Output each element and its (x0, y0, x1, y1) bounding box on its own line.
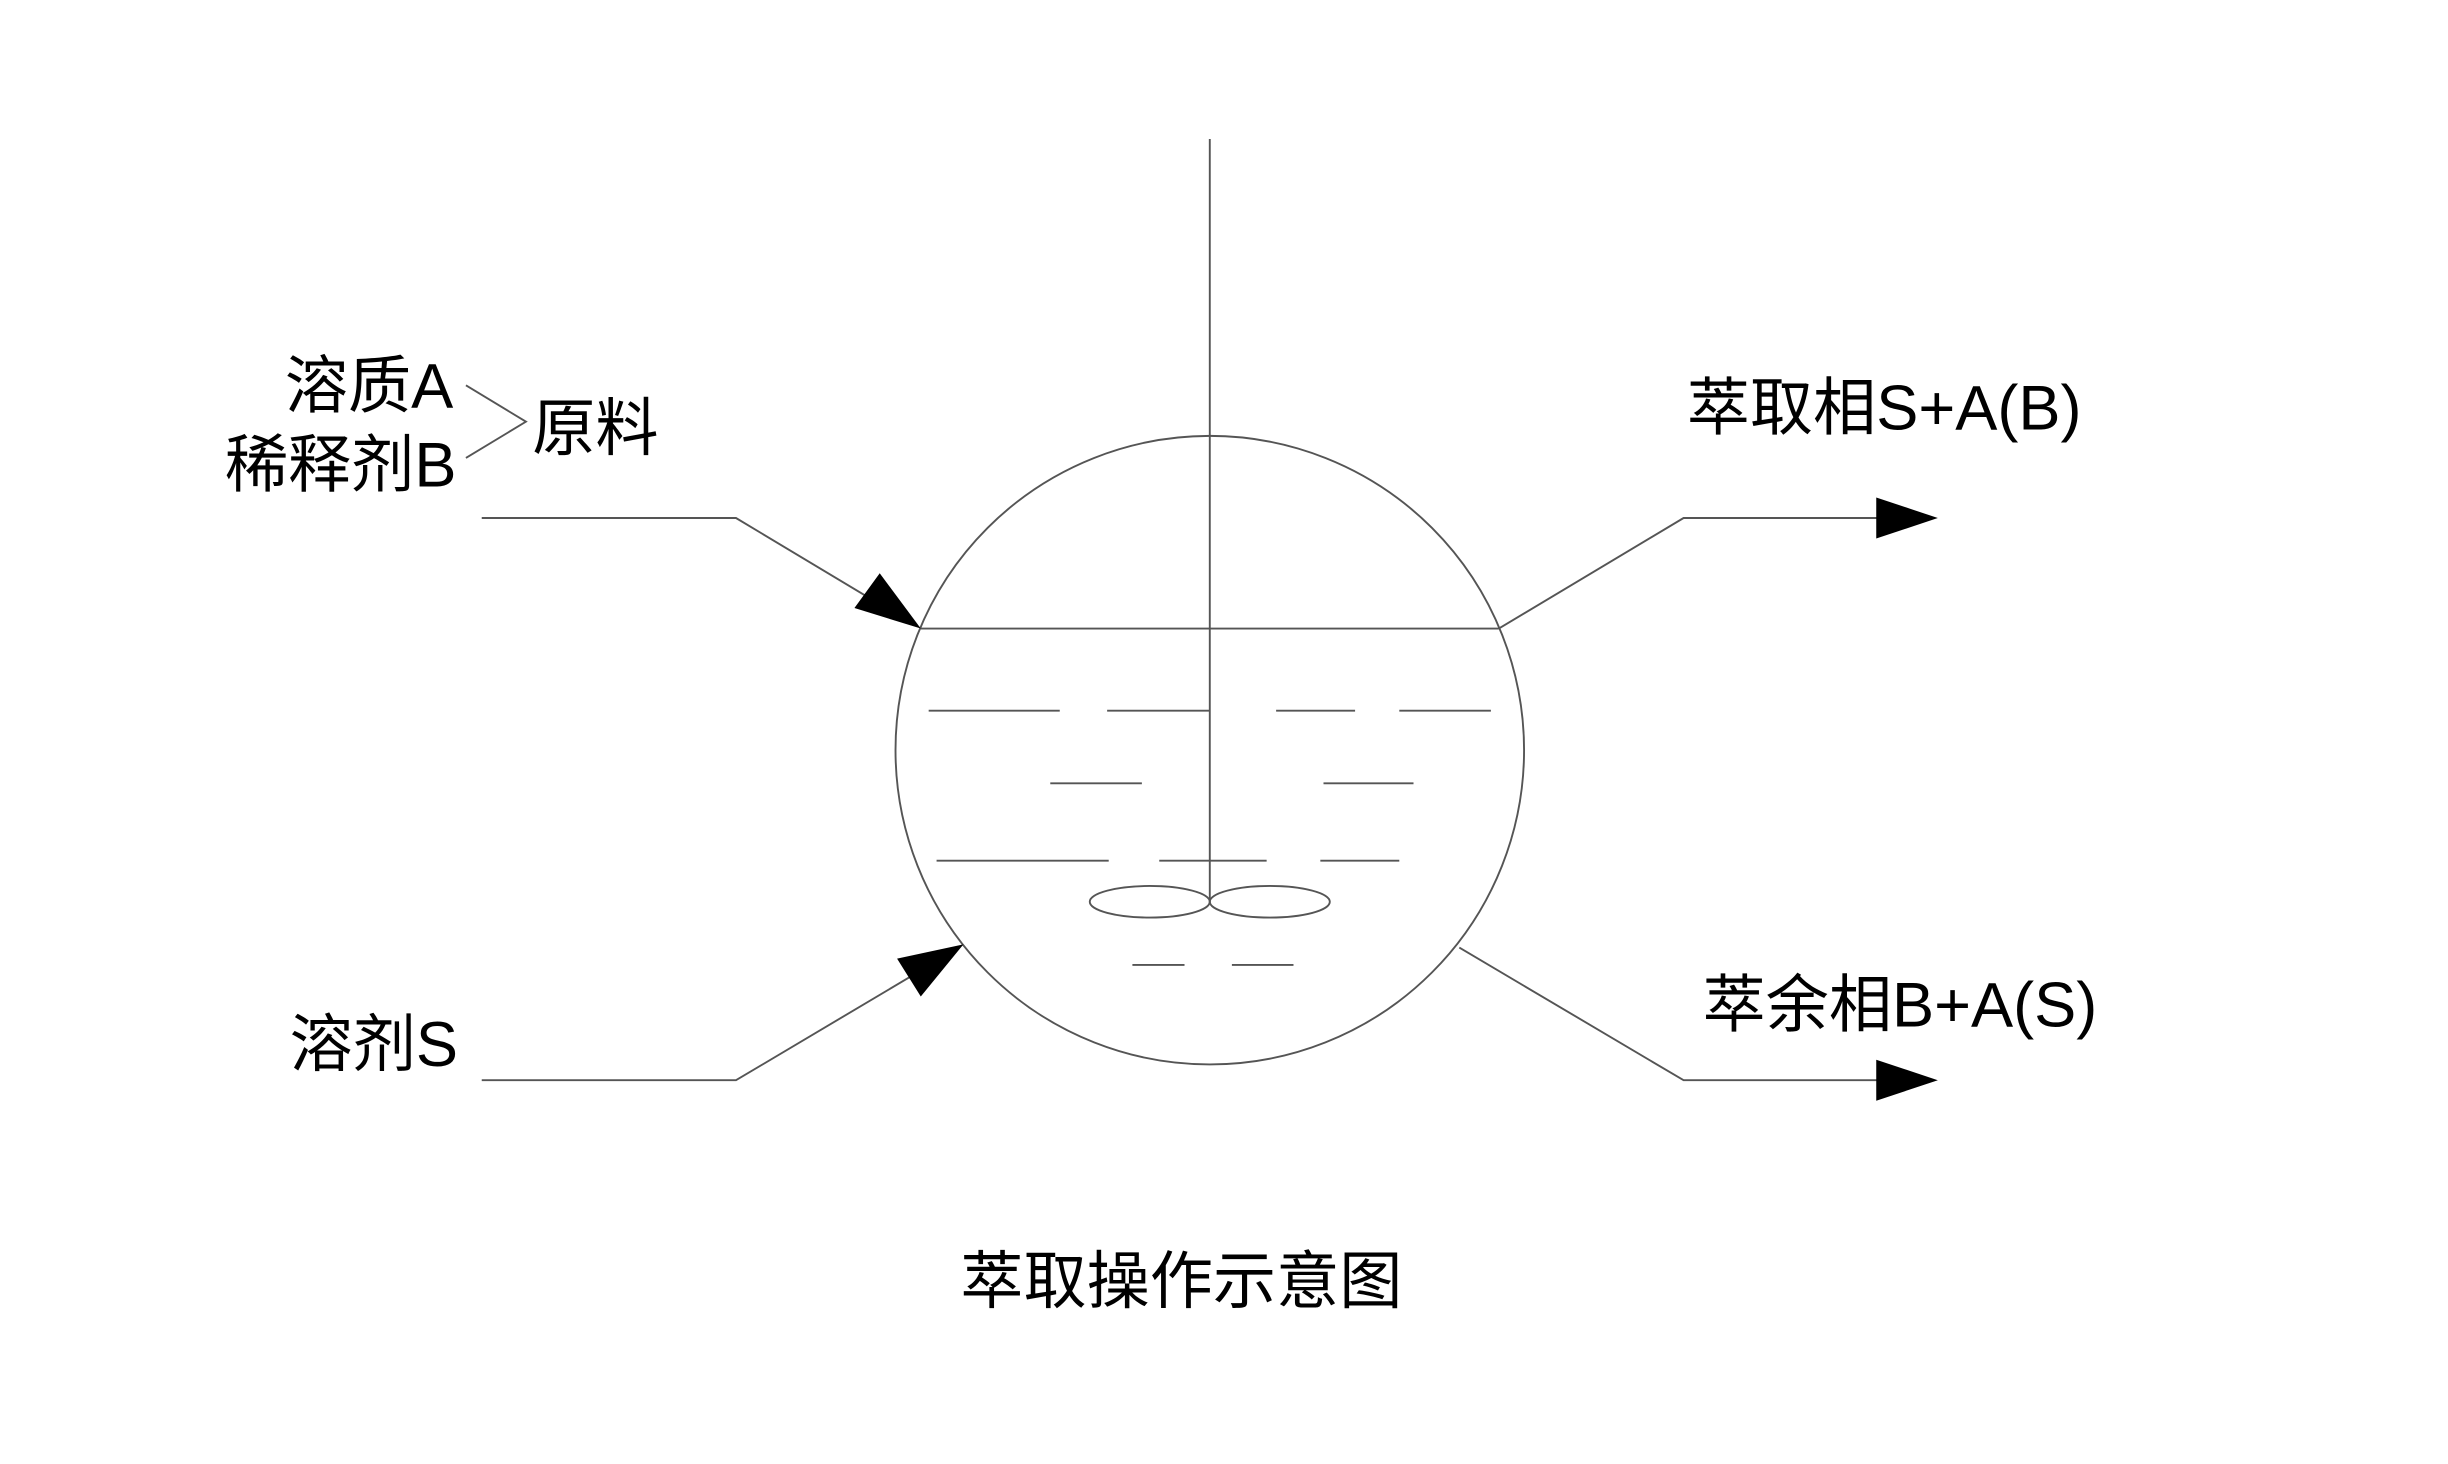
vessel (894, 138, 1526, 1066)
extract-arrow-icon (1876, 497, 1938, 539)
label-solvent: 溶剂S (290, 1010, 458, 1080)
label-feed: 原料 (532, 394, 658, 464)
feed-arrow-icon (854, 573, 921, 629)
label-solute: 溶质A (285, 351, 453, 421)
solvent-arrow-icon (897, 944, 964, 997)
feed-bracket (465, 384, 528, 459)
label-extract-phase: 萃取相S+A(B) (1687, 374, 2082, 444)
solvent-inlet (481, 944, 964, 1082)
feed-inlet (481, 517, 921, 629)
impeller (1088, 885, 1331, 919)
label-raffinate-phase: 萃余相B+A(S) (1703, 971, 2098, 1041)
diagram-title: 萃取操作示意图 (960, 1247, 1402, 1317)
liquid-dashes (928, 709, 1491, 966)
raffinate-arrow-icon (1876, 1059, 1938, 1101)
label-diluent: 稀释剂B (225, 430, 457, 500)
raffinate-outlet (1458, 946, 1938, 1101)
extract-outlet (1498, 497, 1938, 630)
